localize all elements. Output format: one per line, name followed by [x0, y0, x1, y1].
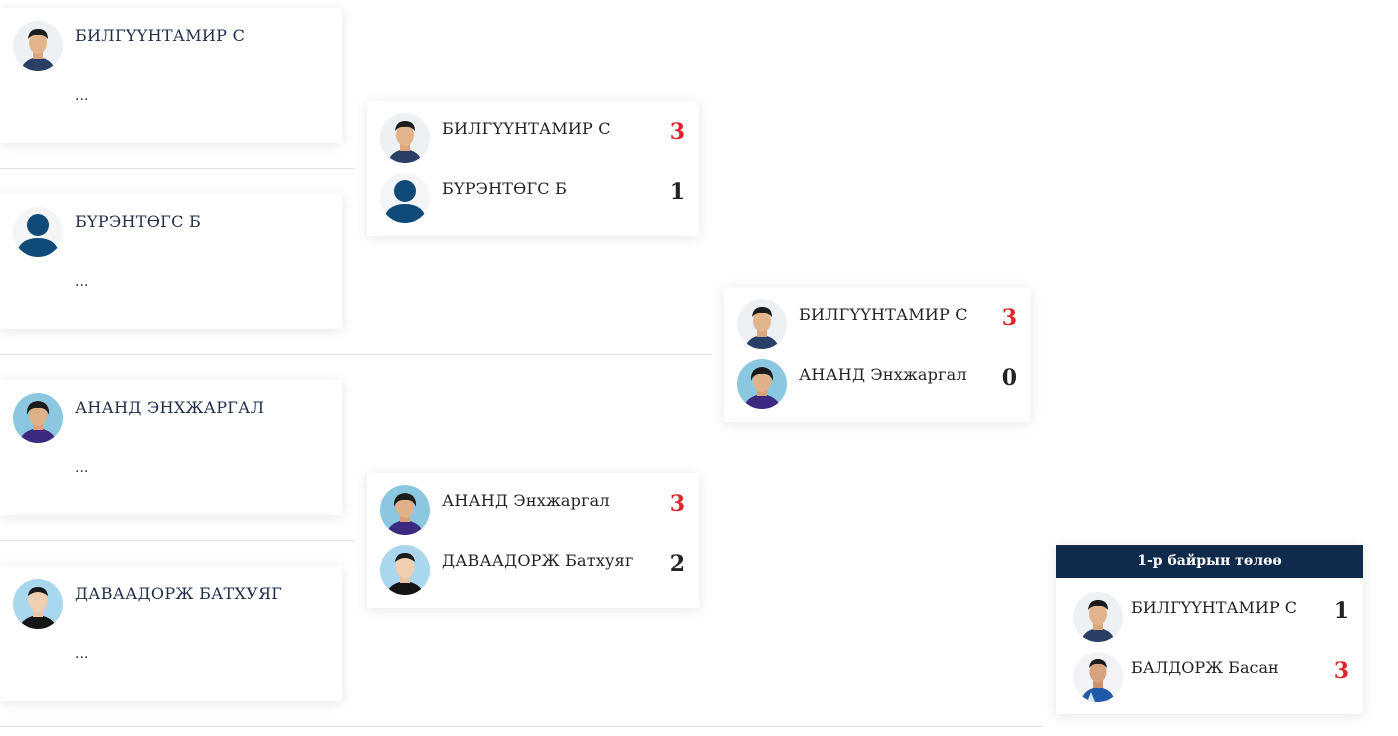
player-name: БИЛГҮҮНТАМИР С: [442, 119, 611, 138]
player-name: БАЛДОРЖ Басан: [1131, 658, 1279, 677]
player-name: БҮРЭНТӨГС Б: [75, 212, 202, 231]
player-score: 0: [1001, 365, 1017, 391]
player-name: БИЛГҮҮНТАМИР С: [1131, 598, 1297, 617]
player-score: 3: [669, 491, 685, 517]
first-place-title: 1-р байрын төлөө: [1056, 545, 1363, 578]
entry-details: ...: [75, 88, 89, 104]
player-score: 2: [669, 551, 685, 577]
player-name: АНАНД Энхжаргал: [799, 365, 967, 384]
entry-details: ...: [75, 274, 89, 290]
photo-avatar-icon: [13, 393, 63, 443]
photo-avatar-icon: [737, 359, 787, 409]
match-player-row: АНАНД Энхжаргал 3: [367, 485, 699, 545]
person-placeholder-icon: [13, 207, 63, 257]
player-name: БИЛГҮҮНТАМИР С: [75, 26, 246, 45]
first-place-card[interactable]: 1-р байрын төлөө БИЛГҮҮНТАМИР С 1 БАЛДОР…: [1056, 545, 1363, 714]
match-card[interactable]: БИЛГҮҮНТАМИР С 3 БҮРЭНТӨГС Б 1: [367, 101, 699, 236]
entry-details: ...: [75, 646, 89, 662]
person-placeholder-icon: [380, 173, 430, 223]
match-player-row: БҮРЭНТӨГС Б 1: [367, 173, 699, 233]
divider: [0, 540, 355, 541]
player-name: ДАВААДОРЖ БАТХУЯГ: [75, 584, 283, 603]
player-score: 3: [1001, 305, 1017, 331]
match-player-row: БИЛГҮҮНТАМИР С 3: [724, 299, 1031, 359]
photo-avatar-icon: [380, 545, 430, 595]
entry-card[interactable]: БҮРЭНТӨГС Б ...: [0, 194, 342, 329]
divider: [0, 168, 355, 169]
photo-avatar-icon: [1073, 652, 1123, 702]
photo-avatar-icon: [737, 299, 787, 349]
photo-avatar-icon: [380, 113, 430, 163]
photo-avatar-icon: [13, 579, 63, 629]
entry-card[interactable]: АНАНД ЭНХЖАРГАЛ ...: [0, 380, 342, 515]
match-player-row: БИЛГҮҮНТАМИР С 3: [367, 113, 699, 173]
match-card[interactable]: БИЛГҮҮНТАМИР С 3 АНАНД Энхжаргал 0: [724, 287, 1031, 422]
match-player-row: ДАВААДОРЖ Батхуяг 2: [367, 545, 699, 605]
match-player-row: АНАНД Энхжаргал 0: [724, 359, 1031, 419]
player-score: 1: [669, 179, 685, 205]
match-player-row: БИЛГҮҮНТАМИР С 1: [1056, 592, 1363, 652]
entry-card[interactable]: ДАВААДОРЖ БАТХУЯГ ...: [0, 566, 342, 701]
photo-avatar-icon: [380, 485, 430, 535]
player-name: БИЛГҮҮНТАМИР С: [799, 305, 968, 324]
player-score: 3: [669, 119, 685, 145]
player-name: ДАВААДОРЖ Батхуяг: [442, 551, 634, 570]
divider: [0, 354, 712, 355]
photo-avatar-icon: [1073, 592, 1123, 642]
divider: [0, 726, 1043, 727]
player-score: 1: [1333, 598, 1349, 624]
player-name: АНАНД Энхжаргал: [442, 491, 610, 510]
player-score: 3: [1333, 658, 1349, 684]
photo-avatar-icon: [13, 21, 63, 71]
entry-card[interactable]: БИЛГҮҮНТАМИР С ...: [0, 8, 342, 143]
entry-details: ...: [75, 460, 89, 476]
player-name: БҮРЭНТӨГС Б: [442, 179, 567, 198]
match-card[interactable]: АНАНД Энхжаргал 3 ДАВААДОРЖ Батхуяг 2: [367, 473, 699, 608]
player-name: АНАНД ЭНХЖАРГАЛ: [75, 398, 265, 417]
match-player-row: БАЛДОРЖ Басан 3: [1056, 652, 1363, 712]
